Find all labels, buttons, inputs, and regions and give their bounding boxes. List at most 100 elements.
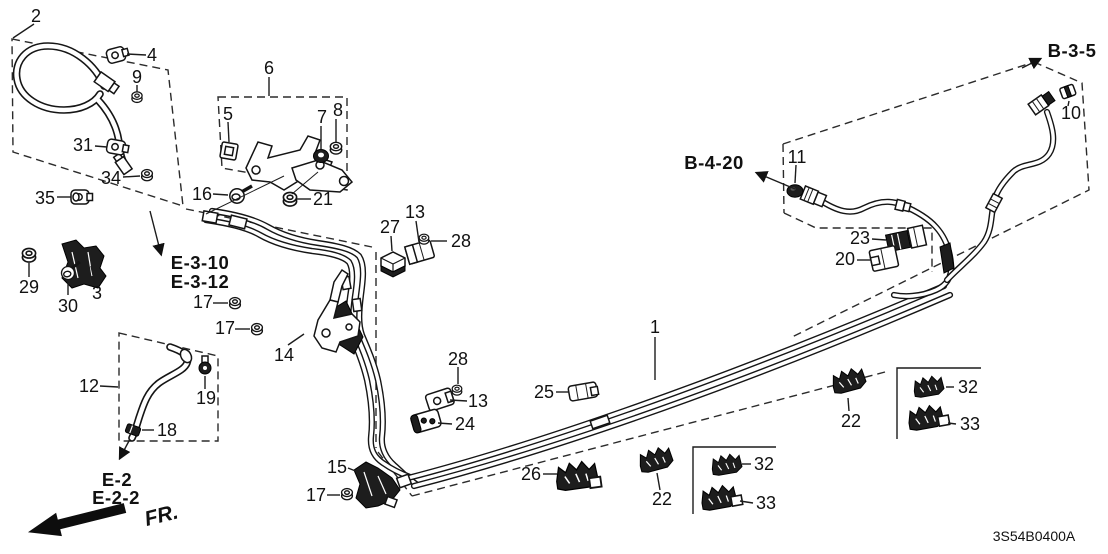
arrow-to-e310-icon bbox=[149, 210, 165, 257]
clip-part-32-right bbox=[911, 373, 946, 399]
subgroup-bracket-right bbox=[896, 367, 981, 439]
part-label-28-upper: 28 bbox=[451, 231, 471, 251]
part-label-10: 10 bbox=[1061, 103, 1081, 123]
part-label-27: 27 bbox=[380, 217, 400, 237]
bracket-part-6 bbox=[245, 135, 354, 193]
part-label-29: 29 bbox=[19, 277, 39, 297]
part-label-33-center: 33 bbox=[756, 493, 776, 513]
nut-part-17-lower bbox=[250, 322, 264, 336]
bracket-part-14 bbox=[313, 268, 361, 353]
part-label-4: 4 bbox=[147, 45, 157, 65]
nut-part-28-upper bbox=[418, 233, 430, 245]
clip-part-22-center bbox=[636, 444, 675, 475]
part-label-1: 1 bbox=[650, 317, 660, 337]
arrow-to-b35-icon bbox=[1021, 57, 1043, 70]
bracket-mount-line-2 bbox=[291, 171, 319, 195]
part-label-15: 15 bbox=[327, 457, 347, 477]
clamp-part-18 bbox=[124, 423, 142, 437]
part-label-26: 26 bbox=[521, 464, 541, 484]
part-label-35: 35 bbox=[35, 188, 55, 208]
part-label-23: 23 bbox=[850, 228, 870, 248]
part-label-32-center: 32 bbox=[754, 454, 774, 474]
fr-direction-label: FR. bbox=[142, 500, 180, 531]
fuel-pipe-snake-section bbox=[201, 207, 420, 488]
nut-part-21 bbox=[282, 191, 298, 207]
grommet-part-5 bbox=[219, 141, 239, 161]
nut-part-28-lower bbox=[451, 384, 463, 396]
part-label-22-center: 22 bbox=[652, 489, 672, 509]
part-label-33-right: 33 bbox=[960, 414, 980, 434]
part-label-25: 25 bbox=[534, 382, 554, 402]
part-label-34: 34 bbox=[101, 168, 121, 188]
ref-label-e-3-12: E-3-12 bbox=[171, 271, 230, 292]
group-box-part-12 bbox=[118, 332, 219, 442]
drawing-code: 3S54B0400A bbox=[993, 528, 1076, 544]
nut-part-8 bbox=[329, 141, 343, 155]
clamp-part-19 bbox=[198, 355, 212, 375]
fr-direction-arrow-icon bbox=[27, 503, 127, 537]
part-label-20: 20 bbox=[835, 249, 855, 269]
part-label-31: 31 bbox=[73, 135, 93, 155]
nut-part-9 bbox=[131, 91, 143, 104]
clamp-part-4 bbox=[104, 44, 131, 65]
ref-label-b-4-20: B-4-20 bbox=[684, 152, 744, 173]
part-label-13-lower: 13 bbox=[468, 391, 488, 411]
part-label-17-bottom: 17 bbox=[306, 485, 326, 505]
fuel-hose-part-2 bbox=[12, 42, 134, 176]
part-label-32-right: 32 bbox=[958, 377, 978, 397]
part-label-19: 19 bbox=[196, 388, 216, 408]
subgroup-bracket-center bbox=[692, 446, 776, 514]
bracket-part-15 bbox=[353, 461, 401, 509]
grommet-part-7 bbox=[313, 149, 329, 163]
nut-part-17-upper bbox=[228, 296, 242, 310]
part-label-13-upper: 13 bbox=[405, 202, 425, 222]
part-label-7: 7 bbox=[317, 107, 327, 127]
clip-part-33-right bbox=[906, 402, 951, 432]
fuel-hose-right-lower bbox=[799, 185, 955, 300]
nut-part-34 bbox=[140, 168, 154, 182]
rubber-mount-part-24 bbox=[410, 408, 442, 434]
arrow-to-b420-icon bbox=[754, 171, 796, 190]
nut-part-17-bottom bbox=[340, 487, 354, 501]
part-label-6: 6 bbox=[264, 58, 274, 78]
part-label-12: 12 bbox=[79, 376, 99, 396]
clamp-part-35 bbox=[70, 189, 94, 205]
part-label-17-upper: 17 bbox=[193, 292, 213, 312]
part-label-17-lower: 17 bbox=[215, 318, 235, 338]
fuel-hose-right-upper bbox=[943, 90, 1057, 284]
rubber-mount-part-27 bbox=[380, 251, 406, 278]
part-label-18: 18 bbox=[157, 420, 177, 440]
group-dash-clip-cluster bbox=[783, 212, 933, 272]
part-label-5: 5 bbox=[223, 104, 233, 124]
part-label-14: 14 bbox=[274, 345, 294, 365]
clip-part-26 bbox=[553, 458, 603, 493]
ref-label-e-2: E-2 bbox=[102, 469, 132, 490]
arrow-to-e2-icon bbox=[118, 438, 131, 461]
bracket-part-13-upper bbox=[403, 239, 435, 266]
part-label-9: 9 bbox=[132, 67, 142, 87]
ref-label-e-2-2: E-2-2 bbox=[92, 487, 140, 508]
ref-label-e-3-10: E-3-10 bbox=[171, 252, 230, 273]
clip-part-33-center bbox=[699, 482, 744, 512]
part-label-30: 30 bbox=[58, 296, 78, 316]
bracket-mount-line-1 bbox=[205, 175, 285, 215]
clip-part-22-right bbox=[829, 365, 868, 396]
connector-part-20 bbox=[868, 245, 900, 272]
part-label-21: 21 bbox=[313, 189, 333, 209]
group-dash-main-boundary bbox=[185, 208, 886, 497]
part-label-3: 3 bbox=[92, 283, 102, 303]
part-label-2: 2 bbox=[31, 6, 41, 26]
part-label-16: 16 bbox=[192, 184, 212, 204]
group-box-right-assembly bbox=[782, 61, 1090, 339]
nut-part-29 bbox=[21, 247, 37, 263]
clamp-part-31 bbox=[105, 137, 131, 157]
group-box-part-2 bbox=[11, 38, 184, 207]
part-label-22-right: 22 bbox=[841, 411, 861, 431]
nut-part-10 bbox=[1059, 83, 1077, 100]
part-label-11: 11 bbox=[788, 147, 807, 167]
fuel-hose-part-12 bbox=[128, 343, 193, 442]
part-label-28-lower: 28 bbox=[448, 349, 468, 369]
part-label-8: 8 bbox=[333, 100, 343, 120]
